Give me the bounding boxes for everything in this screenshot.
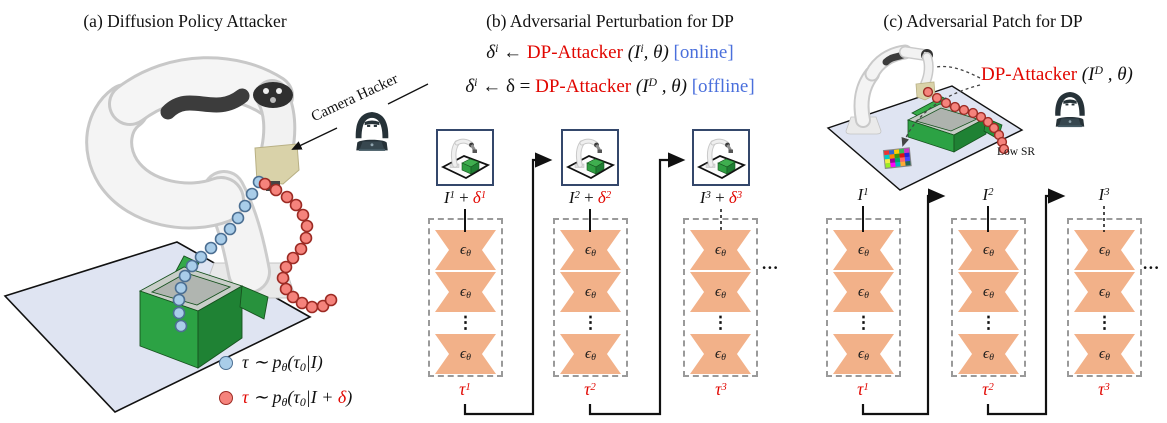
clean-trajectory-dots (172, 175, 266, 333)
legend-dot-blue (219, 355, 233, 370)
obs-label-b3: I3 + δ3 (699, 188, 743, 207)
epsilon-theta-block: ϵθ (435, 272, 496, 312)
observation-image-b2 (561, 129, 619, 186)
hacker-icon (355, 112, 389, 151)
epsilon-theta-block: ϵθ (958, 334, 1019, 374)
legend-row-adversarial: τ ∼ pθ(τ0|I + δ) (219, 387, 352, 408)
tau-label-c2: τ2 (982, 379, 994, 399)
tau-label-c3: τ3 (1098, 379, 1110, 399)
vdots: ⋮ (457, 313, 474, 332)
tau-label-b1: τ1 (459, 379, 471, 399)
obs-label-b2: I2 + δ2 (568, 188, 612, 207)
denoiser-stack-b3: ϵθ ϵθ ⋮ ϵθ (683, 218, 758, 377)
epsilon-theta-block: ϵθ (690, 334, 751, 374)
vdots: ⋮ (1096, 313, 1113, 332)
legend-clean-formula: τ ∼ pθ(τ0|I) (242, 352, 323, 375)
vdots: ⋮ (582, 313, 599, 332)
epsilon-theta-block: ϵθ (958, 272, 1019, 312)
epsilon-theta-block: ϵθ (560, 230, 621, 270)
denoiser-stack-c3: ϵθ ϵθ ⋮ ϵθ (1067, 218, 1142, 377)
observation-image-b1 (436, 129, 494, 186)
ellipsis-c: ... (1143, 254, 1161, 273)
observation-image-b3 (692, 129, 750, 186)
epsilon-theta-block: ϵθ (560, 334, 621, 374)
epsilon-theta-block: ϵθ (1074, 272, 1135, 312)
epsilon-theta-block: ϵθ (833, 272, 894, 312)
epsilon-theta-block: ϵθ (833, 230, 894, 270)
vdots: ⋮ (712, 313, 729, 332)
epsilon-theta-block: ϵθ (435, 230, 496, 270)
panel-c-scene (826, 44, 1085, 191)
panel-a-title: (a) Diffusion Policy Attacker (83, 11, 287, 31)
epsilon-theta-block: ϵθ (690, 272, 751, 312)
hacker-icon (1055, 91, 1085, 128)
epsilon-theta-block: ϵθ (1074, 230, 1135, 270)
attacker-dashed-arrows (901, 65, 981, 147)
equation-online: δi ← DP-Attacker (Ii, θ) [online] (486, 42, 734, 63)
panel-b-title: (b) Adversarial Perturbation for DP (486, 11, 734, 31)
mini-scene-icon (438, 131, 492, 184)
panel-a-scene (3, 56, 429, 413)
vdots: ⋮ (855, 313, 872, 332)
adversarial-patch (882, 147, 912, 170)
ellipsis-b: ... (762, 254, 780, 273)
dp-attacker-label: DP-Attacker (ID , θ) (981, 64, 1133, 85)
adversarial-trajectory-dots (258, 177, 338, 314)
epsilon-theta-block: ϵθ (435, 334, 496, 374)
epsilon-theta-block: ϵθ (560, 272, 621, 312)
equation-offline: δi ← δ = DP-Attacker (ID , θ) [offline] (465, 76, 755, 97)
mini-scene-icon (694, 131, 748, 184)
denoiser-stack-c1: ϵθ ϵθ ⋮ ϵθ (826, 218, 901, 377)
adversarial-trajectory-dots-c (922, 86, 1010, 155)
legend-dot-red (219, 390, 233, 405)
input-label-c1: I1 (857, 185, 869, 204)
epsilon-theta-block: ϵθ (958, 230, 1019, 270)
obs-label-b1: I1 + δ1 (443, 188, 487, 207)
robot-arm-a (85, 56, 300, 299)
low-sr-label: Low SR (997, 146, 1036, 158)
tau-label-b3: τ3 (715, 379, 727, 399)
input-label-c2: I2 (982, 185, 994, 204)
camera-hacker-arrow (291, 83, 429, 150)
epsilon-theta-block: ϵθ (833, 334, 894, 374)
denoiser-stack-c2: ϵθ ϵθ ⋮ ϵθ (951, 218, 1026, 377)
tau-label-c1: τ1 (857, 379, 869, 399)
panel-c-title: (c) Adversarial Patch for DP (883, 11, 1083, 31)
vdots: ⋮ (980, 313, 997, 332)
robot-arm-c (845, 44, 936, 135)
denoiser-stack-b1: ϵθ ϵθ ⋮ ϵθ (428, 218, 503, 377)
tau-label-b2: τ2 (584, 379, 596, 399)
mini-scene-icon (563, 131, 617, 184)
input-label-c3: I3 (1098, 185, 1110, 204)
legend-adv-formula: τ ∼ pθ(τ0|I + δ) (242, 387, 353, 410)
epsilon-theta-block: ϵθ (1074, 334, 1135, 374)
epsilon-theta-block: ϵθ (690, 230, 751, 270)
denoiser-stack-b2: ϵθ ϵθ ⋮ ϵθ (553, 218, 628, 377)
legend-row-clean: τ ∼ pθ(τ0|I) (219, 352, 323, 373)
